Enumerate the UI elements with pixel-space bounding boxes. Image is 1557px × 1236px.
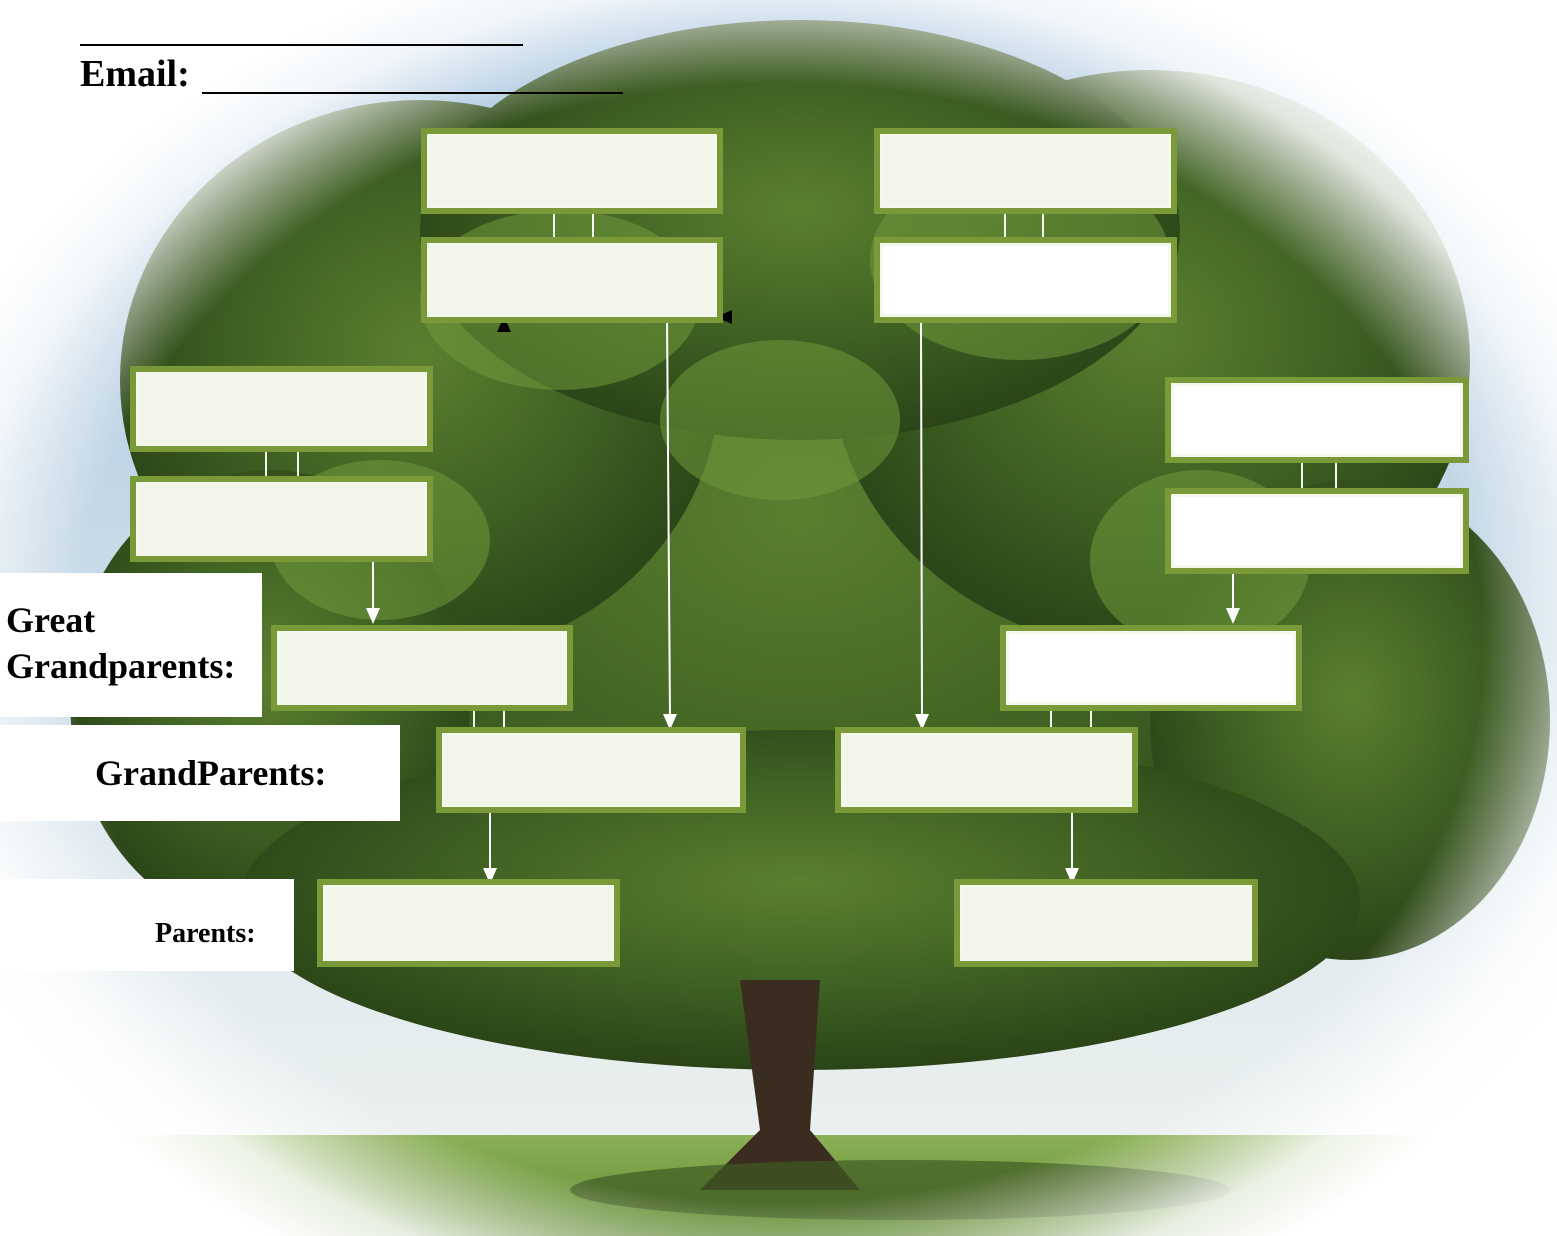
connector xyxy=(473,702,475,736)
name-box-field[interactable] xyxy=(1171,383,1463,457)
connector xyxy=(265,442,267,484)
connector xyxy=(1004,205,1006,245)
name-box-field[interactable] xyxy=(136,482,427,556)
name-box-field[interactable] xyxy=(427,243,717,317)
connector xyxy=(1090,702,1092,736)
name-box-field[interactable] xyxy=(442,733,740,807)
email-blank-line[interactable] xyxy=(202,92,623,94)
great-grandparents-label: Great Grandparents: xyxy=(0,573,262,717)
parents-label: Parents: xyxy=(0,879,294,971)
name-box-top-right-1[interactable] xyxy=(874,128,1177,214)
connector xyxy=(1042,205,1044,245)
connector xyxy=(1050,702,1052,736)
connector xyxy=(1335,453,1337,497)
name-box-great-grandparent-right[interactable] xyxy=(1000,625,1302,711)
name-box-field[interactable] xyxy=(880,134,1171,208)
name-box-field[interactable] xyxy=(960,885,1252,961)
parents-label-text: Parents: xyxy=(155,918,256,949)
great-grandparents-label-line2: Grandparents: xyxy=(6,646,236,686)
name-box-top-left-1[interactable] xyxy=(421,128,723,214)
name-box-parent-right[interactable] xyxy=(954,879,1258,967)
name-box-parent-left[interactable] xyxy=(317,879,620,967)
name-box-grandparent-left[interactable] xyxy=(436,727,746,813)
name-box-field[interactable] xyxy=(1006,631,1296,705)
name-box-grandparent-right[interactable] xyxy=(835,727,1138,813)
connector xyxy=(553,205,555,245)
name-blank-line[interactable] xyxy=(80,44,523,46)
name-box-field[interactable] xyxy=(136,372,427,446)
name-box-left-1[interactable] xyxy=(130,366,433,452)
name-box-left-2[interactable] xyxy=(130,476,433,562)
email-label: Email: xyxy=(80,53,190,95)
name-box-field[interactable] xyxy=(277,631,567,705)
name-box-top-right-2[interactable] xyxy=(874,237,1177,323)
grandparents-label-text: GrandParents: xyxy=(95,753,327,793)
name-box-right-2[interactable] xyxy=(1165,488,1469,574)
name-box-field[interactable] xyxy=(841,733,1132,807)
great-grandparents-label-line1: Great xyxy=(6,600,96,640)
connector xyxy=(503,702,505,736)
connector xyxy=(297,442,299,484)
name-box-right-1[interactable] xyxy=(1165,377,1469,463)
name-box-great-grandparent-left[interactable] xyxy=(271,625,573,711)
name-box-field[interactable] xyxy=(427,134,717,208)
grandparents-label: GrandParents: xyxy=(0,725,400,821)
name-box-field[interactable] xyxy=(323,885,614,961)
name-box-field[interactable] xyxy=(880,243,1171,317)
name-box-field[interactable] xyxy=(1171,494,1463,568)
connector xyxy=(592,205,594,245)
name-box-top-left-2[interactable] xyxy=(421,237,723,323)
connector xyxy=(1301,453,1303,497)
